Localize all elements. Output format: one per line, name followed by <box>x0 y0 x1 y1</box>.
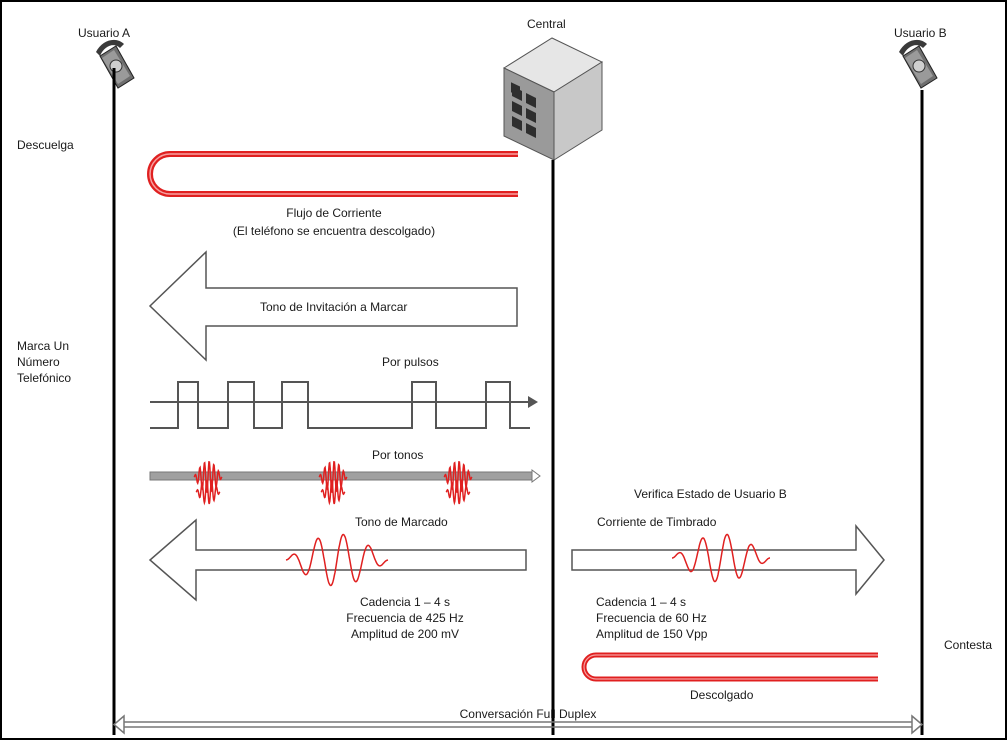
corriente-timbrado-label: Corriente de Timbrado <box>597 515 717 529</box>
tone-burst-3 <box>443 460 473 494</box>
tono-invitacion-label: Tono de Invitación a Marcar <box>260 300 408 314</box>
tone-burst-1 <box>193 460 223 494</box>
off-hook-loop <box>581 652 878 682</box>
full-duplex-arrow <box>112 714 924 735</box>
pulse-dialing-signal <box>150 381 538 429</box>
central-server-icon <box>502 37 604 161</box>
telephone-icon-user-a <box>96 39 135 89</box>
tono-marcado-params: Cadencia 1 – 4 s Frecuencia de 425 Hz Am… <box>346 595 464 641</box>
telephone-icon-user-b <box>899 39 938 89</box>
verifica-estado-label: Verifica Estado de Usuario B <box>634 487 787 501</box>
descolgado-label: Descolgado <box>690 688 754 702</box>
flujo-corriente-label: Flujo de Corriente <box>286 206 382 220</box>
tono-marcado-label: Tono de Marcado <box>355 515 448 529</box>
marca-numero-label: Marca Un Número Telefónico <box>17 339 72 385</box>
tone-burst-2 <box>318 460 348 494</box>
conversacion-label: Conversación Full Duplex <box>459 707 597 721</box>
ringing-current-arrow <box>571 523 885 597</box>
user-a-label: Usuario A <box>78 26 131 40</box>
ringing-current-waveform <box>672 533 770 583</box>
timbrado-params: Cadencia 1 – 4 s Frecuencia de 60 Hz Amp… <box>596 595 708 641</box>
tone-dialing-signal <box>149 469 541 483</box>
dial-invitation-arrow <box>148 250 518 362</box>
dial-tone-waveform <box>285 533 389 587</box>
central-label: Central <box>527 17 566 31</box>
por-tonos-label: Por tonos <box>372 448 424 462</box>
descuelga-label: Descuelga <box>17 138 74 152</box>
current-flow-loop <box>147 151 518 197</box>
tone-bursts <box>193 460 473 506</box>
contesta-label: Contesta <box>944 638 993 652</box>
tone-burst-lower-2 <box>320 478 346 506</box>
user-b-label: Usuario B <box>894 26 947 40</box>
por-pulsos-label: Por pulsos <box>382 355 439 369</box>
tone-burst-lower-3 <box>445 478 471 506</box>
tone-burst-lower-1 <box>195 478 221 506</box>
flujo-corriente-note: (El teléfono se encuentra descolgado) <box>232 224 436 238</box>
dial-tone-arrow <box>148 518 527 602</box>
